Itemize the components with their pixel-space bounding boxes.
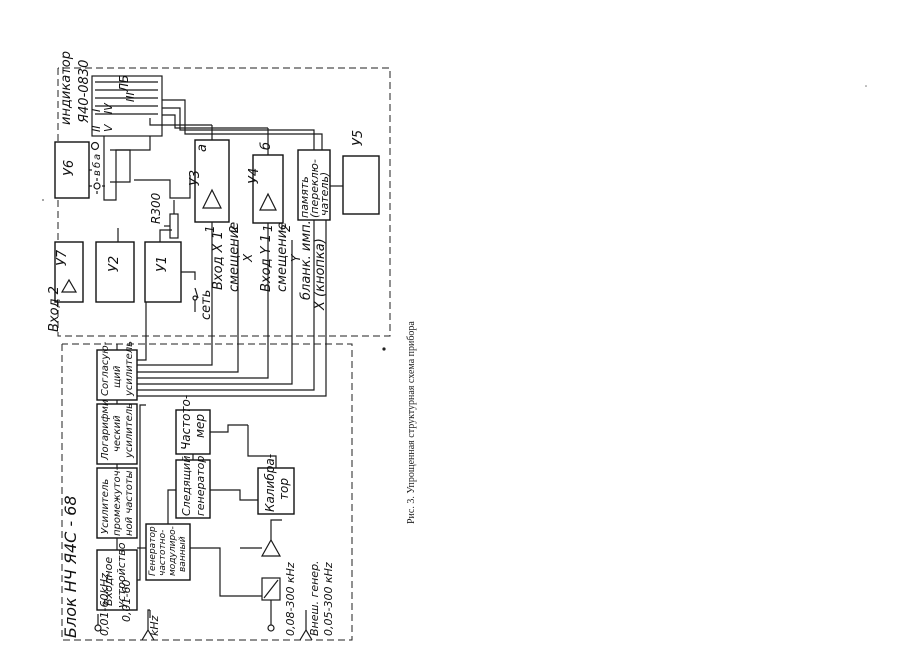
block-fm-generator bbox=[145, 523, 191, 581]
svg-text:I: I bbox=[90, 109, 103, 112]
amp-u4-icon bbox=[259, 192, 277, 211]
tube-label: ЛБ bbox=[117, 75, 131, 93]
matching-amp-line-1: Согласую- bbox=[100, 341, 111, 396]
x-button-label: X (кнопка) bbox=[313, 238, 328, 311]
grid-labels: а б в bbox=[91, 154, 103, 176]
block-u7 bbox=[54, 241, 84, 303]
calibrator-line-2: тор bbox=[277, 478, 291, 500]
freq-meter-line-1: Частото- bbox=[179, 395, 193, 450]
output-amp-icon bbox=[260, 538, 282, 557]
block-u2-label: У2 bbox=[107, 256, 122, 272]
y-label: Y bbox=[289, 253, 303, 262]
output-range: 0,08-300 кHz bbox=[284, 562, 297, 636]
fm-gen-line-3: модулиро- bbox=[168, 526, 178, 576]
matching-amp-line-3: усилитель bbox=[124, 341, 135, 397]
ext-gen-connector-icon bbox=[299, 610, 313, 641]
mains-label: сеть bbox=[199, 290, 214, 320]
svg-text:III: III bbox=[124, 92, 137, 102]
block-frequency-meter bbox=[175, 409, 211, 455]
ink-dot bbox=[382, 347, 386, 351]
log-amp-line-3: усилитель bbox=[124, 403, 135, 459]
log-amp-line-2: ческий bbox=[112, 415, 123, 452]
input-y1-label: Вход Y 1 bbox=[259, 234, 274, 292]
u4-pin2: 2 bbox=[279, 224, 293, 232]
block-u4-label: У4 bbox=[247, 168, 262, 184]
if-amp-line-2: промежуточ- bbox=[112, 467, 123, 536]
resistor-r300 bbox=[169, 213, 179, 239]
input-range-2: 0,01-60 bbox=[120, 580, 133, 622]
indicator-unit: индикатор Я40-0830 ЛБ III IV V II I а б … bbox=[47, 51, 391, 337]
calibrator-line-1: Калибра- bbox=[263, 454, 277, 512]
svg-text:II: II bbox=[90, 126, 103, 133]
input-connector-2-icon bbox=[141, 609, 155, 641]
block-u1-label: У1 bbox=[155, 256, 170, 272]
block-u6-label: У6 bbox=[62, 160, 77, 176]
if-amp-line-3: ной частоты bbox=[124, 470, 135, 536]
block-u7-label: У7 bbox=[55, 249, 70, 266]
log-amp-line-1: Логарифми- bbox=[100, 396, 111, 461]
matching-amp-line-2: щий bbox=[112, 365, 123, 388]
lf-frame bbox=[61, 343, 353, 641]
lf-unit: Блок НЧ Я4С - 68 Входное устройство Усил… bbox=[61, 341, 353, 641]
plate-labels: III IV V II I bbox=[90, 92, 137, 132]
input-range-2-unit: kHz bbox=[148, 615, 161, 636]
blank-pulse-label: бланк. имп. bbox=[299, 220, 314, 300]
block-u5 bbox=[342, 155, 380, 215]
fm-gen-line-1: Генератор bbox=[148, 526, 158, 576]
indicator-model: Я40-0830 bbox=[77, 60, 92, 124]
svg-text:IV: IV bbox=[102, 102, 115, 114]
x-label: X bbox=[241, 253, 255, 263]
memory-line-1: память bbox=[298, 176, 311, 218]
ext-gen-label: Внеш. генер. bbox=[308, 560, 321, 636]
freq-meter-line-2: мер bbox=[193, 414, 207, 438]
if-amp-line-1: Усилитель bbox=[100, 479, 111, 534]
crt-tube bbox=[91, 75, 163, 201]
input2-label: Вход 2 bbox=[47, 286, 62, 332]
u3-pin1: 1 bbox=[203, 225, 217, 233]
output-a-label: a bbox=[195, 144, 210, 152]
output-connector-icon bbox=[267, 600, 275, 632]
svg-text:а: а bbox=[92, 154, 103, 160]
svg-text:б: б bbox=[91, 162, 103, 168]
fm-gen-line-4: ванный bbox=[178, 536, 188, 572]
offset-y-label: смещение bbox=[275, 222, 290, 292]
fm-gen-line-2: частотно- bbox=[158, 530, 168, 576]
amp-u3-icon bbox=[202, 188, 222, 209]
block-u3-label: У3 bbox=[188, 170, 203, 186]
svg-text:V: V bbox=[102, 123, 115, 132]
lf-unit-title: Блок НЧ Я4С - 68 bbox=[61, 495, 80, 638]
output-b-label: б bbox=[259, 142, 274, 150]
block-u4 bbox=[252, 154, 284, 224]
memory-line-3: чатель) bbox=[318, 172, 331, 216]
tracking-gen-line-2: генератор bbox=[194, 456, 207, 516]
block-tracking-generator bbox=[175, 459, 211, 519]
r300-label: R300 bbox=[149, 192, 163, 224]
mains-switch-icon bbox=[181, 271, 199, 312]
indicator-title: индикатор bbox=[59, 51, 74, 125]
amp-u7-icon bbox=[60, 278, 78, 293]
svg-text:в: в bbox=[92, 170, 103, 176]
memory-line-2: (переклю- bbox=[308, 159, 321, 218]
figure-caption: Рис. 3. Упрощенная структурная схема при… bbox=[406, 321, 417, 524]
block-u5-label: У5 bbox=[351, 130, 366, 146]
block-memory bbox=[297, 149, 331, 221]
ext-gen-range: 0,05-300 кHz bbox=[322, 562, 335, 636]
offset-x-label: смещение bbox=[227, 222, 242, 292]
lamp-icon bbox=[90, 141, 100, 151]
u3-pin2: 2 bbox=[227, 225, 241, 233]
block-u2 bbox=[95, 241, 135, 303]
inter-unit-bus bbox=[116, 220, 386, 397]
block-u6 bbox=[54, 141, 90, 199]
input-x1-label: Вход X 1 bbox=[211, 231, 226, 290]
input-device-line-2: устройство bbox=[115, 542, 128, 609]
tracking-gen-line-1: Следящий bbox=[180, 456, 193, 516]
sun-icon bbox=[89, 178, 105, 194]
input-connector-1-icon bbox=[94, 614, 102, 632]
block-calibrator bbox=[257, 467, 295, 515]
input-range-1: 0,01-60kHz bbox=[98, 573, 111, 636]
input-device-line-1: Входное bbox=[102, 557, 115, 606]
